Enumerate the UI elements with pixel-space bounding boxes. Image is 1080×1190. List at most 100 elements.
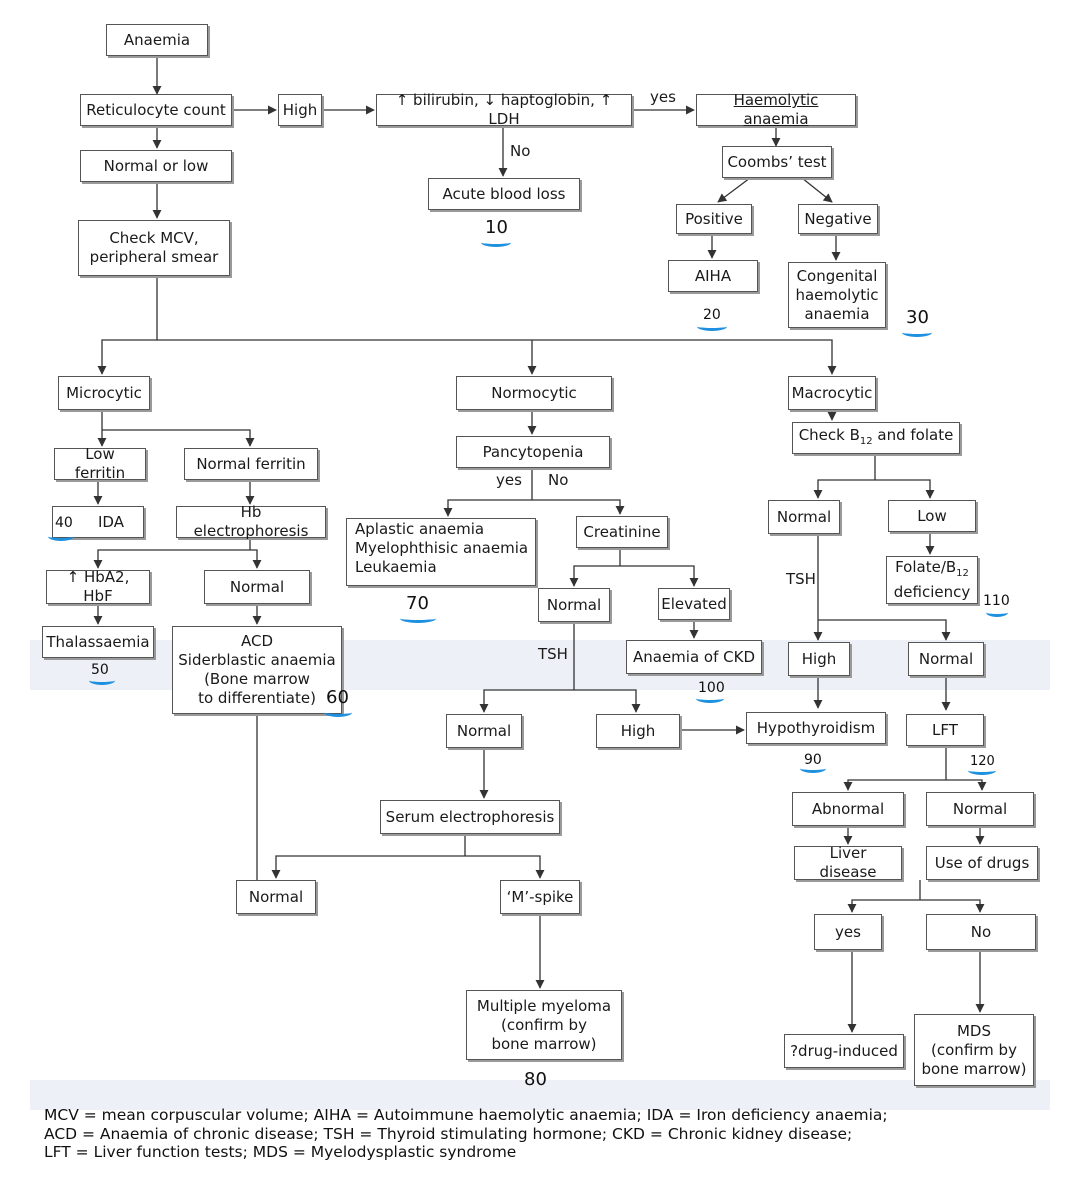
node-check-b12-text: Check B12 and folate	[799, 426, 954, 451]
node-use-of-drugs-text: Use of drugs	[934, 853, 1030, 872]
abbreviations-legend: MCV = mean corpuscular volume; AIHA = Au…	[44, 1106, 888, 1162]
edge-label-tsh-mid: TSH	[538, 645, 568, 663]
node-normal-b12: Normal	[768, 500, 840, 534]
aplastic-line-2: Myelophthisic anaemia	[355, 539, 529, 557]
node-yes-drugs: yes	[814, 914, 882, 950]
folate-prefix: Folate/B	[895, 558, 957, 576]
node-normal-lft: Normal	[926, 792, 1034, 826]
edge-label-no-pancytopenia: No	[548, 471, 569, 489]
node-lft-text: LFT	[932, 720, 958, 739]
node-aiha-text: AIHA	[694, 266, 732, 285]
node-normal-tsh-right-text: Normal	[918, 649, 974, 668]
node-positive-text: Positive	[685, 209, 743, 228]
node-liver-disease: Liver disease	[794, 844, 902, 881]
node-reticulocyte-count: Reticulocyte count	[80, 94, 232, 126]
bleed-band-bottom	[30, 1080, 1050, 1110]
node-acute-blood-loss: Acute blood loss	[428, 178, 580, 210]
node-drug-induced-text: ?drug-induced	[790, 1041, 898, 1060]
node-multiple-myeloma: Multiple myeloma (confirm by bone marrow…	[466, 990, 622, 1060]
node-drug-induced: ?drug-induced	[784, 1034, 904, 1068]
node-macrocytic-text: Macrocytic	[791, 383, 873, 402]
acd-line-2: Siderblastic anaemia	[178, 651, 336, 669]
legend-line-1: MCV = mean corpuscular volume; AIHA = Au…	[44, 1106, 888, 1124]
node-elevated-creatinine-text: Elevated	[661, 594, 727, 613]
edge-label-no-bilirubin: No	[510, 142, 531, 160]
annotation-10: 10	[485, 217, 508, 238]
node-normocytic: Normocytic	[456, 376, 612, 410]
annotation-60: 60	[326, 687, 349, 708]
node-congenital-text: Congenital haemolytic anaemia	[795, 266, 879, 323]
edge-label-yes-pancytopenia: yes	[496, 471, 522, 489]
node-hypothyroidism-text: Hypothyroidism	[756, 718, 876, 737]
node-abnormal-lft-text: Abnormal	[811, 799, 885, 818]
node-elevated-creatinine: Elevated	[658, 588, 730, 620]
node-high-tsh-mid: High	[596, 714, 680, 748]
annotation-50: 50	[91, 662, 109, 678]
check-b12-prefix: Check B	[798, 425, 860, 444]
node-normal-serum: Normal	[236, 880, 316, 914]
aplastic-line-1: Aplastic anaemia	[355, 520, 485, 538]
node-reticulocyte-count-text: Reticulocyte count	[86, 100, 226, 119]
node-high-tsh-mid-text: High	[620, 721, 656, 740]
node-normal-tsh-mid-text: Normal	[456, 721, 512, 740]
node-hb-electrophoresis-text: Hb electrophoresis	[193, 503, 309, 540]
annotation-30-underline	[902, 328, 932, 337]
node-normal-hb-text: Normal	[229, 577, 285, 596]
node-normal-ferritin-text: Normal ferritin	[196, 454, 306, 473]
node-hba2-text: ↑ HbA2, HbF	[66, 568, 130, 605]
node-thalassaemia-text: Thalassaemia	[46, 632, 150, 651]
node-no-drugs: No	[926, 914, 1036, 950]
node-normocytic-text: Normocytic	[491, 383, 577, 402]
node-check-mcv-text: Check MCV, peripheral smear	[89, 229, 219, 266]
node-microcytic-text: Microcytic	[66, 383, 142, 402]
edge-label-tsh-right: TSH	[786, 570, 816, 588]
node-m-spike-text: ‘M’-spike	[506, 887, 574, 906]
node-ida-text: IDA	[98, 512, 124, 531]
legend-line-2: ACD = Anaemia of chronic disease; TSH = …	[44, 1124, 853, 1143]
edge-label-yes-haemolytic: yes	[650, 88, 676, 106]
node-hba2-hbf: ↑ HbA2, HbF	[46, 568, 150, 605]
node-mds: MDS (confirm by bone marrow)	[914, 1014, 1034, 1086]
node-folate-b12-deficiency: Folate/B12 deficiency	[886, 556, 978, 604]
node-bilirubin-text: ↑ bilirubin, ↓ haptoglobin, ↑ LDH	[395, 91, 613, 128]
node-normal-creatinine-text: Normal	[546, 595, 602, 614]
myeloma-line-1: Multiple myeloma	[476, 996, 612, 1015]
node-coombs-test-text: Coombs’ test	[727, 152, 827, 171]
annotation-10-underline	[481, 238, 511, 247]
annotation-60-underline	[324, 708, 352, 717]
node-use-of-drugs: Use of drugs	[926, 846, 1038, 880]
check-b12-suffix: and folate	[872, 425, 954, 444]
folate-line-1: Folate/B12	[895, 558, 969, 583]
acd-line-3: (Bone marrow	[204, 670, 310, 688]
node-low-b12: Low	[888, 500, 976, 532]
node-coombs-test: Coombs’ test	[722, 146, 832, 178]
annotation-20: 20	[703, 307, 721, 323]
myeloma-line-3: bone marrow)	[491, 1034, 597, 1053]
folate-line-2: deficiency	[893, 583, 971, 601]
node-microcytic: Microcytic	[58, 376, 150, 410]
node-abnormal-lft: Abnormal	[792, 792, 904, 826]
mds-line-2: (confirm by	[931, 1040, 1017, 1059]
node-serum-electrophoresis-text: Serum electrophoresis	[385, 807, 555, 826]
node-negative: Negative	[798, 204, 878, 234]
annotation-100-underline	[696, 694, 724, 703]
node-low-ferritin-text: Low ferritin	[74, 445, 126, 482]
node-high-reticulocyte-text: High	[282, 100, 318, 119]
node-negative-text: Negative	[804, 209, 872, 228]
aplastic-line-3: Leukaemia	[355, 558, 437, 576]
annotation-40: 40	[55, 515, 73, 531]
node-creatinine: Creatinine	[576, 516, 668, 548]
node-liver-disease-text: Liver disease	[819, 844, 877, 881]
myeloma-line-2: (confirm by	[501, 1015, 587, 1034]
node-anaemia-of-ckd: Anaemia of CKD	[626, 640, 762, 674]
node-aplastic-anaemia: Aplastic anaemia Myelophthisic anaemia L…	[346, 518, 536, 586]
node-haemolytic-anaemia-text: Haemolytic anaemia	[733, 91, 819, 128]
node-hypothyroidism: Hypothyroidism	[746, 712, 886, 744]
acd-line-1: ACD	[240, 632, 274, 650]
node-pancytopenia-text: Pancytopenia	[482, 442, 584, 461]
node-normal-hb: Normal	[204, 570, 310, 604]
node-pancytopenia: Pancytopenia	[456, 436, 610, 468]
node-creatinine-text: Creatinine	[583, 522, 661, 541]
